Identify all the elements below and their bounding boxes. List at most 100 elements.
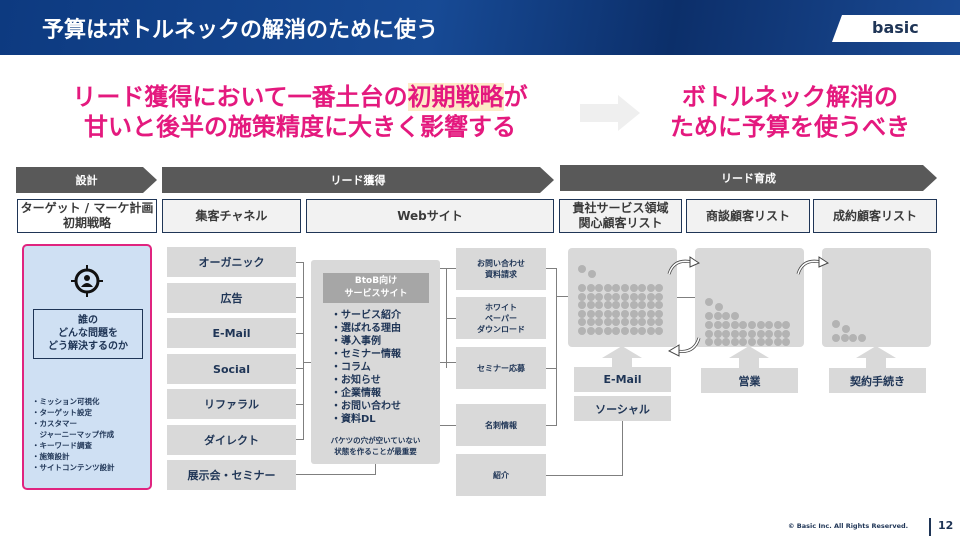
curved-arrow-icon (667, 256, 700, 275)
channel-direct: ダイレクト (167, 425, 296, 455)
lead-dot (832, 320, 840, 328)
lead-dot (621, 284, 629, 292)
lead-dot (603, 301, 612, 310)
lead-dot (713, 321, 722, 329)
design-item: ・ミッション可視化 (32, 397, 100, 406)
connector (556, 296, 568, 297)
lead-dot (713, 329, 722, 338)
website-panel: BtoB向けサービスサイト ・サービス紹介・選ばれる理由・導入事例・セミナー情報… (311, 260, 440, 464)
headline-highlight: 初期戦略 (407, 83, 504, 111)
channel-email: E-Mail (167, 318, 296, 348)
lead-dot (765, 321, 774, 329)
logo: basic (832, 15, 960, 42)
lead-dot (773, 329, 782, 338)
conversion-inquiry: お問い合わせ資料請求 (456, 248, 546, 290)
lead-dot (730, 338, 739, 347)
lead-dot (646, 301, 655, 310)
website-item: ・お問い合わせ (331, 401, 401, 412)
website-item: ・サービス紹介 (331, 310, 401, 321)
header-bar (0, 0, 960, 55)
headline-text: が (503, 83, 528, 111)
conversion-line: 資料請求 (485, 270, 517, 279)
lead-dot (713, 338, 722, 347)
website-header-line: BtoB向け (354, 276, 398, 286)
lead-dot (756, 338, 765, 347)
sub-website: Webサイト (306, 199, 554, 233)
lead-dot (773, 321, 782, 329)
lead-dot (578, 301, 586, 310)
connector (296, 368, 304, 369)
lead-dot (588, 270, 596, 278)
lead-dot (705, 298, 713, 306)
lead-dot (748, 321, 756, 329)
lead-dot (586, 309, 595, 318)
channel-organic: オーガニック (167, 247, 296, 277)
design-item: ジャーニーマップ作成 (32, 430, 115, 439)
lead-dot (595, 318, 604, 327)
design-item: ・施策設計 (32, 452, 70, 461)
contract-list-panel (822, 248, 931, 347)
lead-dot (603, 318, 612, 327)
nurture-contract: 契約手続き (829, 368, 926, 393)
lead-dot (722, 329, 731, 338)
design-items: ・ミッション可視化・ターゲット設定・カスタマー ジャーニーマップ作成・キーワード… (32, 374, 115, 495)
lead-dot (756, 321, 765, 329)
note-line: バケツの穴が空いていない (330, 436, 421, 445)
conversion-business-card: 名刺情報 (456, 404, 546, 446)
lead-dot (857, 334, 866, 342)
lead-dot (621, 327, 629, 335)
lead-dot (595, 284, 604, 292)
sub-target-plan: ターゲット / マーケ計画初期戦略 (17, 199, 157, 233)
who-what-how-box: 誰のどんな問題をどう解決するのか (33, 309, 143, 359)
copyright: © Basic Inc. All Rights Reserved. (788, 522, 909, 530)
design-item: ・ターゲット設定 (32, 408, 92, 417)
lead-dot (849, 334, 858, 342)
lead-dot (842, 325, 850, 333)
website-item: ・お知らせ (331, 375, 381, 386)
up-arrow-icon (729, 346, 769, 368)
target-user-icon (71, 265, 103, 297)
connector (622, 420, 623, 476)
lead-dot (655, 327, 664, 335)
connector (296, 439, 304, 440)
lead-dot (612, 292, 621, 301)
lead-dot (578, 284, 586, 292)
design-panel: 誰のどんな問題をどう解決するのか ・ミッション可視化・ターゲット設定・カスタマー… (22, 244, 152, 490)
lead-dot (629, 327, 638, 335)
box-line: どんな問題を (58, 328, 118, 339)
lead-dot (578, 309, 586, 318)
website-item: ・導入事例 (331, 336, 381, 347)
box-line: どう解決するのか (48, 341, 128, 352)
headline-text: リード獲得において一番土台の (72, 83, 408, 111)
lead-dot (578, 292, 586, 301)
lead-dot (629, 292, 638, 301)
website-items: ・サービス紹介・選ばれる理由・導入事例・セミナー情報・コラム・お知らせ・企業情報… (331, 309, 401, 426)
connector (446, 318, 456, 319)
connector (546, 368, 556, 369)
connector (303, 262, 304, 440)
curved-arrow-back-icon (668, 337, 701, 357)
phase-design: 設計 (16, 167, 157, 193)
lead-dot (705, 338, 713, 347)
lead-dot (638, 318, 647, 327)
lead-dot (612, 284, 621, 292)
connector (296, 404, 304, 405)
lead-dot (578, 265, 586, 273)
channel-ads: 広告 (167, 283, 296, 313)
lead-dot (629, 284, 638, 292)
lead-dot (765, 329, 774, 338)
website-item: ・資料DL (331, 414, 376, 425)
lead-dot (722, 312, 731, 320)
sub-deal-list: 商談顧客リスト (686, 199, 810, 233)
connector (556, 268, 557, 426)
page-title: 予算はボトルネックの解消のために使う (42, 18, 439, 43)
lead-dot (638, 301, 647, 310)
lead-dot (646, 284, 655, 292)
connector (296, 474, 376, 475)
lead-dot (715, 303, 723, 311)
up-arrow-icon (602, 346, 642, 368)
footer-divider (929, 518, 931, 536)
conversion-whitepaper: ホワイトペーパーダウンロード (456, 297, 546, 339)
lead-dot (586, 301, 595, 310)
lead-dot (603, 309, 612, 318)
